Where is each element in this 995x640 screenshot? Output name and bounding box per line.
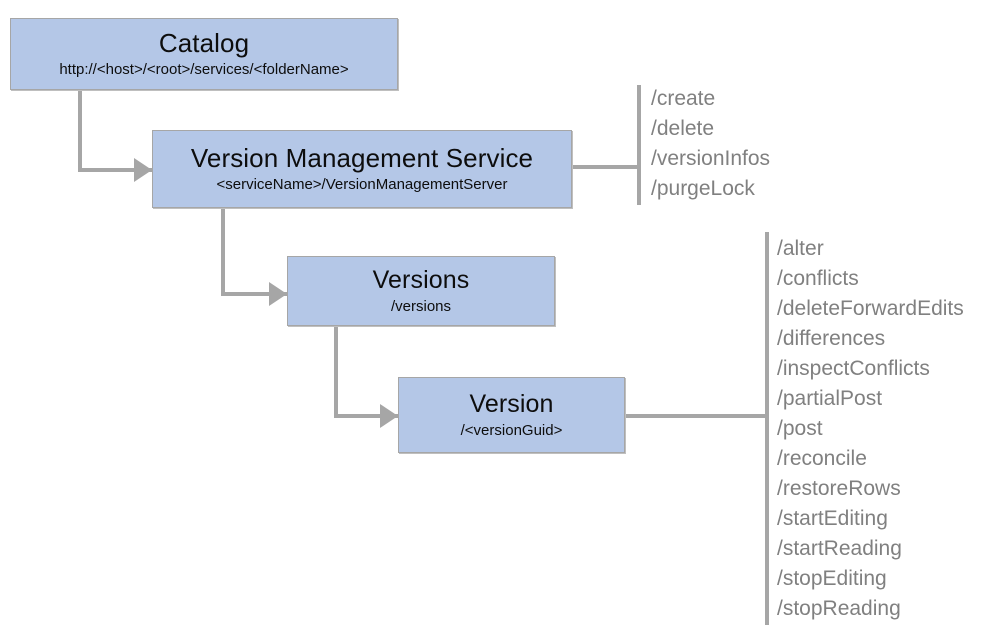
connector-catalog-to-service-horizontal bbox=[78, 168, 156, 172]
arrowhead-versions-to-version bbox=[380, 404, 398, 428]
operation-item[interactable]: /conflicts bbox=[777, 267, 859, 290]
operation-item[interactable]: /purgeLock bbox=[651, 177, 755, 200]
arrowhead-catalog-to-service bbox=[134, 158, 152, 182]
operation-item[interactable]: /alter bbox=[777, 237, 824, 260]
operation-item[interactable]: /partialPost bbox=[777, 387, 883, 410]
connector-service-to-versions-vertical bbox=[221, 208, 225, 296]
connector-versions-to-version-vertical bbox=[334, 326, 338, 418]
arrowhead-service-to-versions bbox=[269, 282, 287, 306]
node-version-management-service-subtitle: <serviceName>/VersionManagementServer bbox=[216, 176, 508, 193]
node-version[interactable]: Version /<versionGuid> bbox=[398, 377, 625, 453]
node-version-subtitle: /<versionGuid> bbox=[460, 422, 563, 439]
node-catalog[interactable]: Catalog http://<host>/<root>/services/<f… bbox=[10, 18, 398, 90]
operation-item[interactable]: /stopEditing bbox=[777, 567, 887, 590]
operation-item[interactable]: /versionInfos bbox=[651, 147, 771, 170]
operation-item[interactable]: /deleteForwardEdits bbox=[777, 297, 964, 320]
connector-service-to-operations bbox=[572, 165, 640, 169]
operation-list-version: /alter/conflicts/deleteForwardEdits/diff… bbox=[777, 234, 964, 624]
operation-item[interactable]: /create bbox=[651, 87, 716, 110]
operation-item[interactable]: /stopReading bbox=[777, 597, 901, 620]
node-versions[interactable]: Versions /versions bbox=[287, 256, 555, 326]
connector-catalog-to-service-vertical bbox=[78, 90, 82, 172]
node-version-title: Version bbox=[469, 390, 554, 418]
node-version-management-service[interactable]: Version Management Service <serviceName>… bbox=[152, 130, 572, 208]
connector-versions-to-version-horizontal bbox=[334, 414, 404, 418]
operation-item[interactable]: /restoreRows bbox=[777, 477, 901, 500]
operation-item[interactable]: /startReading bbox=[777, 537, 902, 560]
operation-item[interactable]: /delete bbox=[651, 117, 715, 140]
bracket-version-operations bbox=[765, 232, 769, 625]
node-catalog-subtitle: http://<host>/<root>/services/<folderNam… bbox=[59, 61, 349, 78]
operation-item[interactable]: /post bbox=[777, 417, 823, 440]
operation-item[interactable]: /startEditing bbox=[777, 507, 888, 530]
node-versions-title: Versions bbox=[372, 266, 470, 294]
node-versions-subtitle: /versions bbox=[390, 298, 452, 315]
node-version-management-service-title: Version Management Service bbox=[190, 143, 534, 173]
operation-list-service: /create/delete/versionInfos/purgeLock bbox=[651, 84, 770, 204]
node-catalog-title: Catalog bbox=[158, 28, 250, 58]
bracket-service-operations bbox=[637, 85, 641, 205]
connector-version-to-operations bbox=[625, 414, 768, 418]
connector-service-to-versions-horizontal bbox=[221, 292, 293, 296]
operation-item[interactable]: /reconcile bbox=[777, 447, 867, 470]
operation-item[interactable]: /inspectConflicts bbox=[777, 357, 930, 380]
operation-item[interactable]: /differences bbox=[777, 327, 886, 350]
